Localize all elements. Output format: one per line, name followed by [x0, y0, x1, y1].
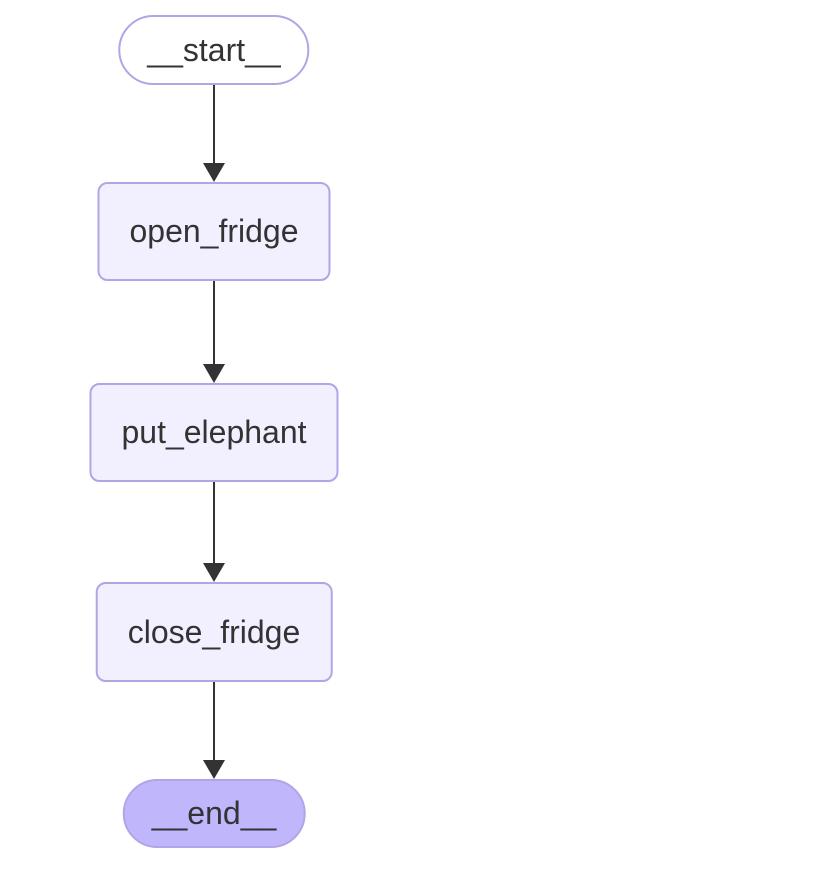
node-start: __start__	[118, 15, 310, 85]
arrowhead-down-icon	[203, 563, 225, 582]
node-start-label: __start__	[147, 31, 281, 68]
arrowhead-down-icon	[203, 760, 225, 779]
node-open-fridge-label: open_fridge	[129, 213, 299, 249]
node-end-label: __end__	[151, 795, 277, 831]
edge-put-elephant-to-close-fridge	[202, 482, 226, 582]
edge-close-fridge-to-end	[202, 682, 226, 779]
node-put-elephant-label: put_elephant	[121, 414, 307, 450]
edge-start-to-open-fridge	[202, 85, 226, 182]
node-end: __end__	[122, 779, 306, 848]
arrowhead-down-icon	[203, 163, 225, 182]
edge-open-fridge-to-put-elephant	[202, 281, 226, 383]
arrowhead-down-icon	[203, 364, 225, 383]
edge-line	[213, 482, 215, 576]
node-close-fridge-label: close_fridge	[127, 613, 301, 650]
node-open-fridge: open_fridge	[97, 182, 331, 281]
edge-line	[213, 682, 215, 773]
edge-line	[213, 281, 215, 377]
edge-line	[213, 85, 215, 176]
node-close-fridge: close_fridge	[95, 582, 333, 682]
node-put-elephant: put_elephant	[89, 383, 339, 482]
